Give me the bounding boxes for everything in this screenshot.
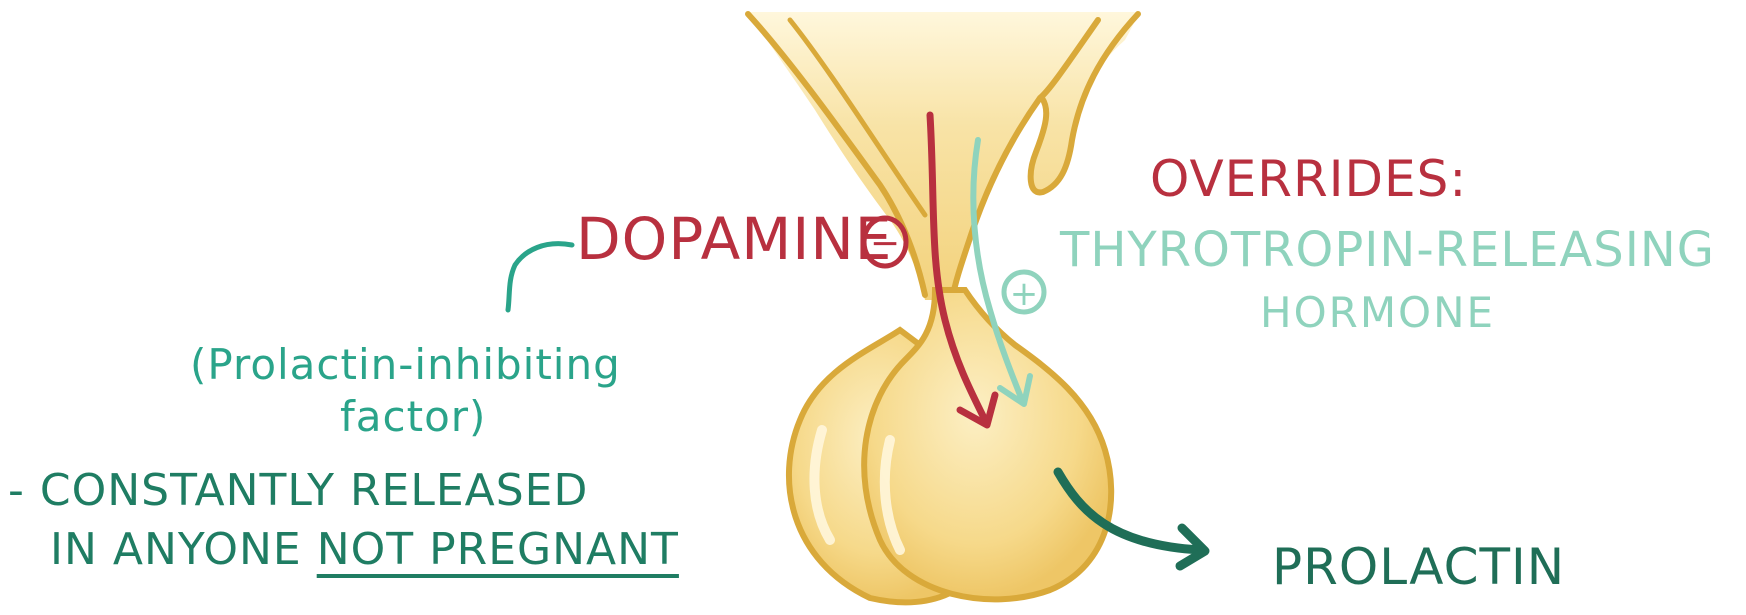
constantly-released-line1: - CONSTANTLY RELEASED [8, 465, 588, 516]
trh-label-line1: THYROTROPIN-RELEASING [1060, 222, 1715, 278]
constantly-line2-prefix: IN ANYONE [50, 524, 317, 575]
svg-text:+: + [1010, 274, 1039, 314]
stimulation-plus-icon: + [1004, 272, 1044, 314]
overrides-colon: : [1449, 150, 1467, 208]
pif-note-line2: factor) [340, 392, 486, 441]
prolactin-label: PROLACTIN [1272, 538, 1565, 596]
trh-label-line2: HORMONE [1260, 288, 1495, 337]
not-pregnant-emphasis: NOT PREGNANT [317, 524, 679, 575]
overrides-text: OVERRIDES [1150, 150, 1449, 208]
pif-note-line1: (Prolactin-inhibiting [190, 340, 621, 389]
constantly-released-line2: IN ANYONE NOT PREGNANT [50, 524, 679, 575]
dopamine-connector-line [508, 244, 572, 310]
overrides-label: OVERRIDES: [1150, 150, 1467, 208]
dopamine-label: DOPAMINE [576, 205, 892, 273]
